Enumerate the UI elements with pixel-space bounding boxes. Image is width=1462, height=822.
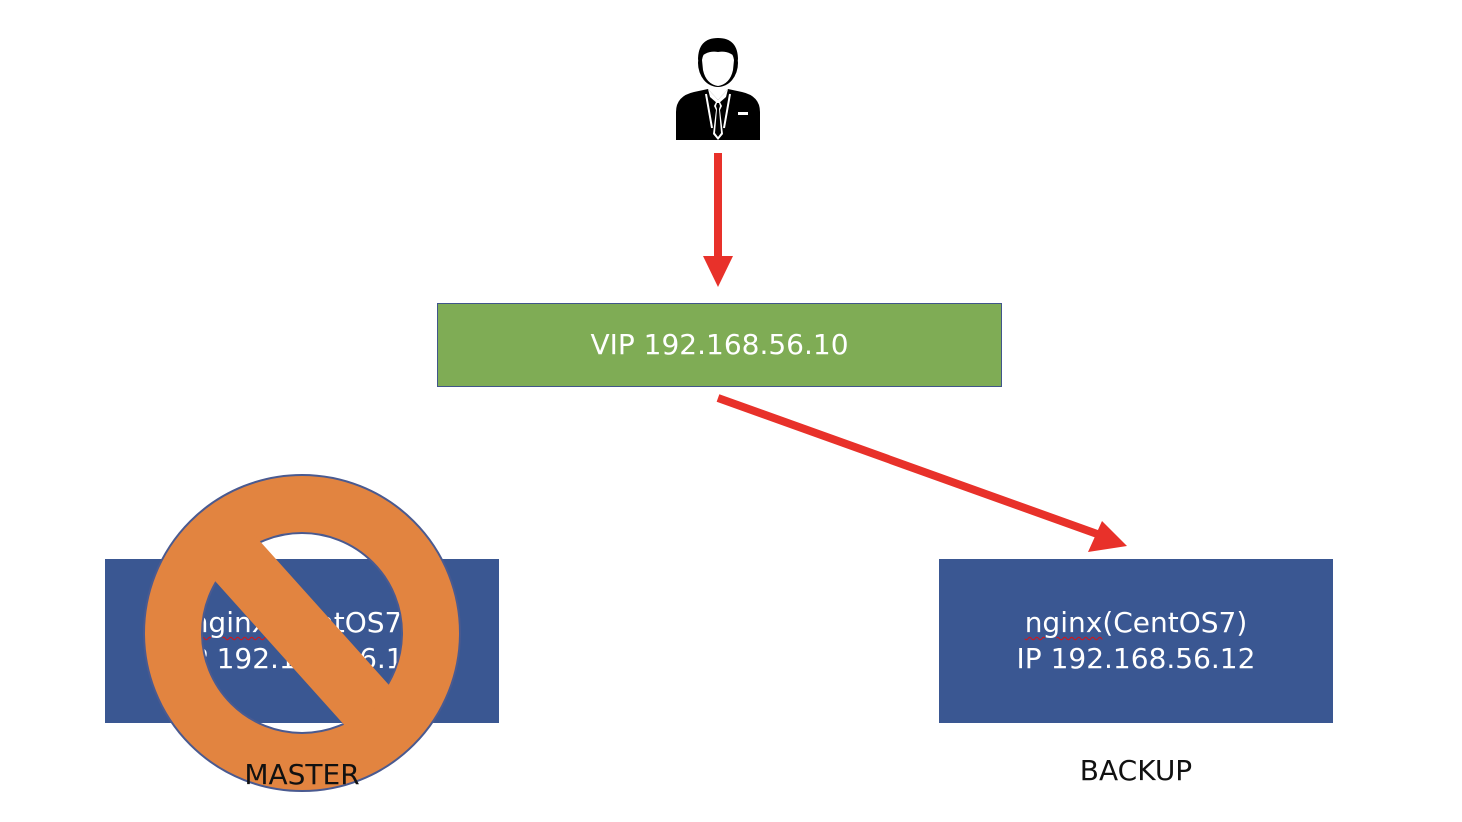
arrow-vip-to-backup — [716, 394, 1127, 552]
backup-server-name: nginx(CentOS7) — [1025, 605, 1248, 641]
backup-server-name-suffix: (CentOS7) — [1102, 606, 1248, 639]
vip-box[interactable]: VIP 192.168.56.10 — [437, 303, 1002, 387]
no-entry-icon — [142, 474, 462, 792]
backup-server-name-prefix: nginx — [1024, 606, 1103, 639]
businessman-icon — [676, 38, 760, 140]
master-role-label: MASTER — [244, 758, 360, 791]
backup-server-box[interactable]: nginx(CentOS7) IP 192.168.56.12 — [939, 559, 1333, 723]
arrow-user-to-vip — [703, 153, 733, 287]
backup-server-ip: IP 192.168.56.12 — [1016, 642, 1256, 675]
vip-label: VIP 192.168.56.10 — [590, 328, 849, 361]
backup-role-label: BACKUP — [1079, 754, 1193, 787]
